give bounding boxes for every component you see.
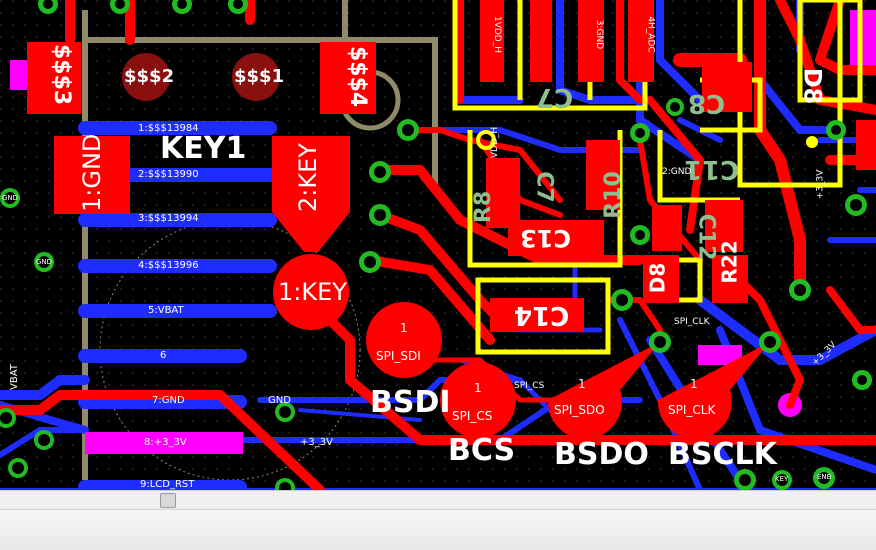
net-3v3: +3_3V bbox=[300, 437, 333, 448]
net-enb: ENB bbox=[817, 473, 832, 481]
pin1-dot bbox=[806, 136, 818, 148]
label-bsdo: BSDO bbox=[554, 437, 649, 472]
pad-1-key[interactable] bbox=[273, 254, 349, 330]
designator-d8-top: D8 bbox=[798, 67, 827, 105]
designator-r10: R10 bbox=[600, 171, 626, 219]
status-bar bbox=[0, 509, 876, 550]
net-n1: 1:$$$13984 bbox=[138, 123, 199, 134]
net-n7: 7:GND bbox=[152, 395, 185, 406]
hole-label-s3: $$$3 bbox=[49, 44, 74, 106]
net-spi-clk: SPI_CLK bbox=[674, 317, 710, 327]
scrollbar-thumb[interactable] bbox=[160, 493, 176, 508]
designator-d8: D8 bbox=[645, 262, 670, 294]
designator-c12: C12 bbox=[693, 213, 719, 261]
designator-r8: R8 bbox=[471, 190, 497, 224]
designator-c-left: C7 bbox=[531, 171, 557, 203]
designator-r22: R22 bbox=[717, 240, 742, 284]
label-bsdi: BSDI bbox=[370, 385, 451, 420]
label-bsclk: BSCLK bbox=[668, 437, 777, 472]
net-gnd2: 2:GND bbox=[662, 167, 692, 177]
net-3v3-right: +3_3V bbox=[815, 169, 826, 200]
pad-3v3-highlight[interactable] bbox=[85, 432, 243, 454]
spi-cs-num: 1 bbox=[474, 381, 482, 395]
net-vbat: VBAT bbox=[8, 364, 20, 390]
net-gnd-1: GND bbox=[268, 395, 291, 406]
hole-label-s1: $$$1 bbox=[234, 66, 285, 87]
pin1-marker bbox=[476, 130, 496, 150]
net-n6: 6 bbox=[160, 350, 167, 361]
vias[interactable] bbox=[0, 0, 872, 490]
spi-clk-num: 1 bbox=[690, 377, 698, 391]
connector-pads[interactable] bbox=[27, 42, 376, 252]
net-n8: 8:+3_3V bbox=[144, 437, 187, 448]
top-traces bbox=[0, 0, 876, 490]
label-key1: KEY1 bbox=[160, 131, 247, 166]
label-bcs: BCS bbox=[448, 433, 516, 468]
hole-label-s2: $$$2 bbox=[124, 66, 175, 87]
spi-sdo-label: SPI_SDO bbox=[554, 403, 605, 417]
hole-s2[interactable] bbox=[122, 53, 170, 101]
net-n5: 5:VBAT bbox=[148, 305, 184, 316]
spi-sdo-num: 1 bbox=[578, 377, 586, 391]
pcb-board[interactable] bbox=[0, 0, 876, 490]
pad-highlight-edge[interactable] bbox=[850, 10, 876, 70]
net-n9: 9:LCD_RST bbox=[140, 479, 195, 490]
net-n4: 4:$$$13996 bbox=[138, 260, 199, 271]
pad-highlight-right[interactable] bbox=[698, 345, 742, 365]
spi-sdi-num: 1 bbox=[400, 321, 408, 335]
net-gnd-via-2: GND bbox=[36, 258, 53, 266]
hole-s1[interactable] bbox=[232, 53, 280, 101]
bottom-traces bbox=[0, 0, 876, 490]
designator-c14: C14 bbox=[514, 300, 570, 330]
spi-pads[interactable] bbox=[366, 302, 770, 439]
board-outline bbox=[452, 0, 863, 355]
net-tvdd: 1VDD_H bbox=[492, 15, 503, 54]
pad-label-1-gnd: 1:GND bbox=[78, 133, 106, 212]
net-spi-cs: SPI_CS bbox=[514, 381, 545, 391]
hole-label-s4: $$$4 bbox=[345, 46, 370, 108]
arc-outline bbox=[99, 219, 361, 481]
net-n2: 2:$$$13990 bbox=[138, 169, 199, 180]
pad-label-1-key: 1:KEY bbox=[278, 278, 347, 306]
designator-c7: C7 bbox=[536, 82, 574, 112]
designator-c13: C13 bbox=[520, 224, 572, 252]
spi-sdi-label: SPI_SDI bbox=[376, 349, 421, 363]
net-gnd-via: GND bbox=[2, 194, 19, 202]
pcb-canvas[interactable]: $$$3 $$$2 $$$1 $$$4 1:GND 2:KEY 1:KEY KE… bbox=[0, 0, 876, 490]
smd-pads[interactable] bbox=[480, 0, 876, 332]
pad-label-2-key: 2:KEY bbox=[294, 143, 322, 212]
net-n3: 3:$$$13994 bbox=[138, 213, 199, 224]
spi-clk-label: SPI_CLK bbox=[668, 403, 716, 417]
designator-c11: C11 bbox=[684, 154, 740, 184]
designator-c8: C8 bbox=[688, 88, 726, 118]
net-adc: 4H_ADC bbox=[645, 16, 656, 53]
net-gnd3: 3:GND bbox=[594, 19, 605, 50]
net-key: KEY bbox=[775, 475, 789, 483]
net-vdd-h: VDD_H bbox=[490, 126, 501, 159]
spi-cs-label: SPI_CS bbox=[452, 409, 493, 423]
horizontal-scrollbar[interactable] bbox=[0, 490, 876, 509]
